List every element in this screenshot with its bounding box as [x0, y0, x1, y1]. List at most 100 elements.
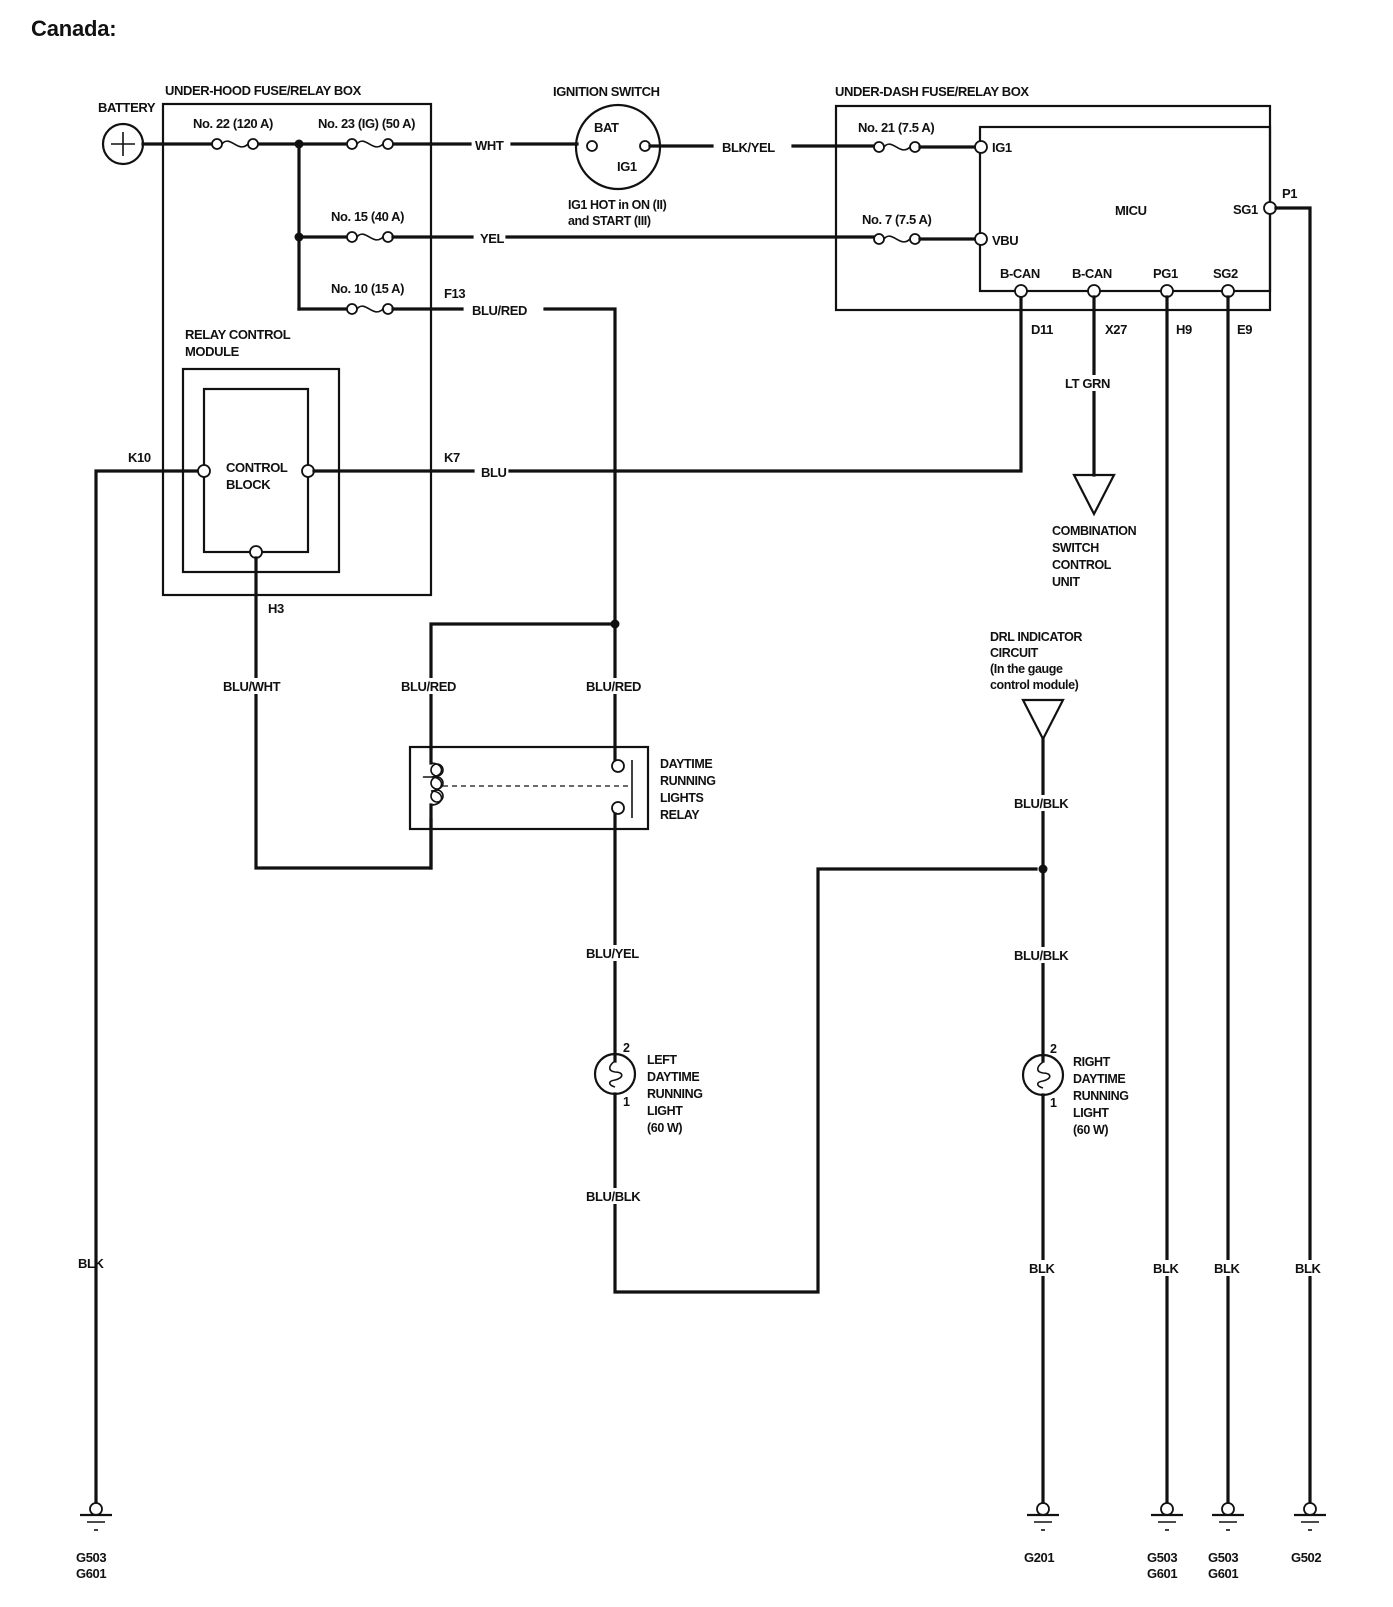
wire-label-blk-p1: BLK [1295, 1261, 1322, 1276]
combination-switch-label-2: SWITCH [1052, 541, 1099, 555]
ground-e9: G503 G601 [1208, 1502, 1244, 1581]
drl-indicator-label-3: (In the gauge [990, 662, 1063, 676]
ground-h9: G503 G601 [1147, 1502, 1183, 1581]
underdash-box-outline [834, 104, 1272, 312]
left-drl-label-2: DAYTIME [647, 1070, 699, 1084]
relay-coil-icon [422, 762, 444, 806]
terminal-x27: X27 [1105, 322, 1127, 337]
ignition-switch-label: IGNITION SWITCH [553, 84, 660, 99]
wire-label-blu-red-top: BLU/RED [472, 303, 527, 318]
right-drl-label-3: RUNNING [1073, 1089, 1129, 1103]
ground-h9-label-1: G503 [1147, 1550, 1177, 1565]
left-daytime-running-light: 2 1 LEFT DAYTIME RUNNING LIGHT (60 W) [593, 1041, 703, 1135]
ground-k10-label-1: G503 [76, 1550, 106, 1565]
junction-dot [1038, 864, 1048, 874]
left-drl-label-3: RUNNING [647, 1087, 703, 1101]
micu-sg1-label: SG1 [1233, 202, 1258, 217]
right-daytime-running-light: 2 1 RIGHT DAYTIME RUNNING LIGHT (60 W) [1021, 1042, 1129, 1137]
fuse-7-icon [873, 233, 921, 245]
left-drl-pin-2: 2 [623, 1041, 630, 1055]
ground-h9-label-2: G601 [1147, 1566, 1177, 1581]
terminal-h3-pin [249, 545, 263, 559]
ground-k10-label-2: G601 [76, 1566, 106, 1581]
micu-sg2-pin [1221, 284, 1235, 298]
micu-bcan1-pin [1014, 284, 1028, 298]
wire-label-yel: YEL [480, 231, 505, 246]
wire-label-blu-blk-left: BLU/BLK [586, 1189, 641, 1204]
ignition-note-1: IG1 HOT in ON (II) [568, 198, 667, 212]
terminal-k7: K7 [444, 450, 460, 465]
drl-relay-label-3: LIGHTS [660, 791, 703, 805]
fuse-10-icon [346, 303, 394, 315]
terminal-p1: P1 [1282, 186, 1297, 201]
micu-sg2-label: SG2 [1213, 266, 1238, 281]
drl-indicator-label-4: control module) [990, 678, 1079, 692]
drl-indicator-circuit: DRL INDICATOR CIRCUIT (In the gauge cont… [990, 630, 1083, 742]
drl-relay-label-2: RUNNING [660, 774, 716, 788]
terminal-h3: H3 [268, 601, 284, 616]
fuse-10-label: No. 10 (15 A) [331, 281, 404, 296]
ground-k10: G503 G601 [76, 1502, 112, 1581]
right-drl-label-4: LIGHT [1073, 1106, 1109, 1120]
micu-ig1-label: IG1 [992, 140, 1012, 155]
terminal-k10: K10 [128, 450, 151, 465]
micu-pg1-pin [1160, 284, 1174, 298]
ground-terminal [1036, 1502, 1050, 1516]
fuse-21-label: No. 21 (7.5 A) [858, 120, 934, 135]
ground-terminal [89, 1502, 103, 1516]
drl-relay-outline [408, 745, 650, 831]
right-drl-pin-2: 2 [1050, 1042, 1057, 1056]
relay-control-module: RELAY CONTROL MODULE CONTROL BLOCK [181, 327, 341, 574]
fuse-22-icon [211, 138, 259, 150]
left-drl-label-5: (60 W) [647, 1121, 682, 1135]
battery-label: BATTERY [98, 100, 156, 115]
underhood-box-label: UNDER-HOOD FUSE/RELAY BOX [165, 83, 362, 98]
drl-relay-label-4: RELAY [660, 808, 700, 822]
right-drl-label-2: DAYTIME [1073, 1072, 1125, 1086]
fuse-15-label: No. 15 (40 A) [331, 209, 404, 224]
ground-rdrl-label-1: G201 [1024, 1550, 1054, 1565]
ground-e9-label-1: G503 [1208, 1550, 1238, 1565]
terminal-d11: D11 [1031, 322, 1053, 337]
combination-switch-connector-icon [1072, 473, 1116, 517]
wire-label-blu-yel: BLU/YEL [586, 946, 639, 961]
combination-switch-control-unit: COMBINATION SWITCH CONTROL UNIT [1052, 524, 1137, 589]
combination-switch-label-3: CONTROL [1052, 558, 1112, 572]
micu-pg1-label: PG1 [1153, 266, 1178, 281]
micu-ig1-pin [974, 140, 988, 154]
ground-e9-label-2: G601 [1208, 1566, 1238, 1581]
fuse-15-icon [346, 231, 394, 243]
fuse-23-icon [346, 138, 394, 150]
micu-bcan1-label: B-CAN [1000, 266, 1040, 281]
right-drl-pin-1: 1 [1050, 1096, 1057, 1110]
micu-sg1-pin [1263, 201, 1277, 215]
wire-label-blk-yel: BLK/YEL [722, 140, 775, 155]
underhood-fuse-relay-box: UNDER-HOOD FUSE/RELAY BOX [161, 83, 433, 597]
ground-p1: G502 [1291, 1502, 1326, 1565]
wire-label-blu-blk-lower: BLU/BLK [1014, 948, 1069, 963]
drl-relay-label-1: DAYTIME [660, 757, 712, 771]
ignition-ig1-label: IG1 [617, 159, 637, 174]
page-title: Canada: [31, 16, 116, 41]
ignition-switch: IGNITION SWITCH BAT IG1 IG1 HOT in ON (I… [553, 84, 667, 228]
ground-terminal [1221, 1502, 1235, 1516]
fuse-21-icon [873, 141, 921, 153]
ground-terminal [1160, 1502, 1174, 1516]
left-drl-label-4: LIGHT [647, 1104, 683, 1118]
fuse-23-label: No. 23 (IG) (50 A) [318, 116, 415, 131]
combination-switch-label-1: COMBINATION [1052, 524, 1137, 538]
ground-p1-label-1: G502 [1291, 1550, 1321, 1565]
underdash-box-label: UNDER-DASH FUSE/RELAY BOX [835, 84, 1029, 99]
combination-switch-label-4: UNIT [1052, 575, 1080, 589]
control-block-label-2: BLOCK [226, 477, 271, 492]
relay-switch-contacts-icon [611, 759, 633, 818]
battery-plus-icon [101, 122, 145, 166]
relay-control-module-label-2: MODULE [185, 344, 240, 359]
battery: BATTERY [98, 100, 156, 166]
wire-label-blu-wht: BLU/WHT [223, 679, 281, 694]
micu-bcan2-label: B-CAN [1072, 266, 1112, 281]
wire-label-blu-red-right: BLU/RED [586, 679, 641, 694]
micu-vbu-label: VBU [992, 233, 1018, 248]
underhood-box-outline [161, 102, 433, 597]
